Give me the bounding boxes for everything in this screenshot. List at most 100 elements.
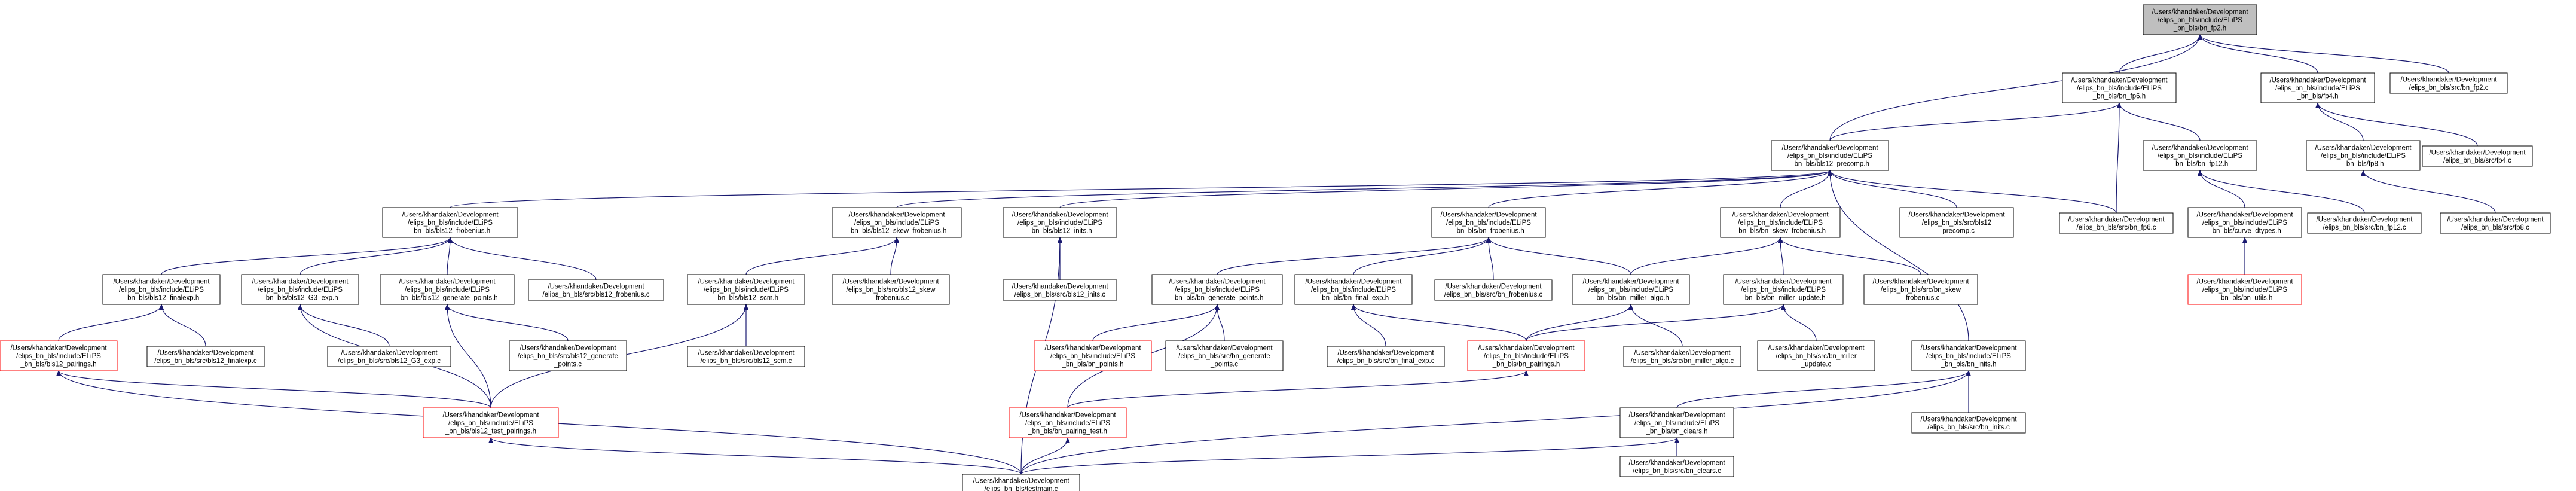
node-bls12-frobenius-h[interactable]: /Users/khandaker/Development/elips_bn_bl… xyxy=(382,207,518,238)
node-bls12-finalexp-c[interactable]: /Users/khandaker/Development/elips_bn_bl… xyxy=(146,346,265,367)
node-box xyxy=(1009,407,1127,438)
node-bls12-skew-frob-c[interactable]: /Users/khandaker/Development/elips_bn_bl… xyxy=(832,274,950,305)
node-box xyxy=(382,207,518,238)
node-fp8-h[interactable]: /Users/khandaker/Development/elips_bn_bl… xyxy=(2306,140,2421,171)
node-label-line: /elips_bn_bls/include/ELiPS xyxy=(119,286,204,294)
node-bn-clears-h[interactable]: /Users/khandaker/Development/elips_bn_bl… xyxy=(1619,407,1734,438)
node-label-line: /Users/khandaker/Development xyxy=(1176,345,1273,352)
node-bn-skew-frob-c[interactable]: /Users/khandaker/Development/elips_bn_bl… xyxy=(1863,274,1978,305)
node-fp4-h[interactable]: /Users/khandaker/Development/elips_bn_bl… xyxy=(2260,72,2375,103)
node-fp8-c[interactable]: /Users/khandaker/Development/elips_bn_bl… xyxy=(2440,212,2551,234)
include-edge xyxy=(1353,237,1491,275)
node-bn-clears-c[interactable]: /Users/khandaker/Development/elips_bn_bl… xyxy=(1619,456,1734,477)
node-bn-frobenius-h[interactable]: /Users/khandaker/Development/elips_bn_bl… xyxy=(1431,207,1546,238)
node-bls12-scm-c[interactable]: /Users/khandaker/Development/elips_bn_bl… xyxy=(687,346,805,367)
node-label-line: /Users/khandaker/Development xyxy=(1781,145,1878,152)
node-label-line: _bn_bls/bls12_frobenius.h xyxy=(410,228,490,235)
node-fp4-c[interactable]: /Users/khandaker/Development/elips_bn_bl… xyxy=(2422,145,2533,167)
node-box xyxy=(1723,274,1844,305)
node-bls12-precomp-h[interactable]: /Users/khandaker/Development/elips_bn_bl… xyxy=(1771,140,1889,171)
node-bls12-precomp-c[interactable]: /Users/khandaker/Development/elips_bn_bl… xyxy=(1899,207,2014,238)
node-label-line: /Users/khandaker/Development xyxy=(1628,412,1725,419)
node-label-line: _points.c xyxy=(554,361,582,368)
node-box xyxy=(2422,145,2533,167)
include-edge xyxy=(1780,170,1832,208)
node-bls12-inits-c[interactable]: /Users/khandaker/Development/elips_bn_bl… xyxy=(1003,279,1117,301)
node-bn-fp2-c[interactable]: /Users/khandaker/Development/elips_bn_bl… xyxy=(2389,72,2508,94)
node-box xyxy=(2306,140,2421,171)
include-edge xyxy=(1778,237,1784,275)
include-edge xyxy=(2198,170,2365,214)
node-label-line: /Users/khandaker/Development xyxy=(2269,77,2366,84)
node-bn-miller-algo-h[interactable]: /Users/khandaker/Development/elips_bn_bl… xyxy=(1572,274,1690,305)
node-label-line: /Users/khandaker/Development xyxy=(2400,76,2497,83)
node-label-line: /elips_bn_bls/include/ELiPS xyxy=(2158,17,2242,24)
node-bn-skew-frob-h[interactable]: /Users/khandaker/Development/elips_bn_bl… xyxy=(1720,207,1841,238)
node-bls12-test-pairings-h[interactable]: /Users/khandaker/Development/elips_bn_bl… xyxy=(423,407,559,438)
node-label-line: /Users/khandaker/Development xyxy=(157,349,254,356)
node-box xyxy=(2389,72,2508,94)
node-bls12-pairings-h[interactable]: /Users/khandaker/Development/elips_bn_bl… xyxy=(0,340,118,371)
node-label-line: /elips_bn_bls/src/fp8.c xyxy=(2461,224,2529,231)
include-edge xyxy=(1067,370,1529,408)
node-bn-frobenius-c[interactable]: /Users/khandaker/Development/elips_bn_bl… xyxy=(1434,279,1553,301)
node-label-line: /elips_bn_bls/src/bls12_finalexp.c xyxy=(154,358,257,365)
node-bn-miller-update-h[interactable]: /Users/khandaker/Development/elips_bn_bl… xyxy=(1723,274,1844,305)
node-label-line: /Users/khandaker/Development xyxy=(2316,216,2413,223)
node-bn-miller-algo-c[interactable]: /Users/khandaker/Development/elips_bn_bl… xyxy=(1623,346,1741,367)
node-label-line: _bn_bls/bls12_generate_points.h xyxy=(396,295,497,302)
include-edge xyxy=(2198,34,2449,74)
include-edge xyxy=(2117,102,2201,141)
node-label-line: /elips_bn_bls/src/bn_frobenius.c xyxy=(1444,291,1543,298)
node-label-line: /elips_bn_bls/src/bn_fp12.c xyxy=(2323,224,2406,231)
node-bn-pairing-test-h[interactable]: /Users/khandaker/Development/elips_bn_bl… xyxy=(1009,407,1127,438)
node-label-line: _bn_bls/bn_points.h xyxy=(1062,361,1124,368)
node-curve-dtypes-h[interactable]: /Users/khandaker/Development/elips_bn_bl… xyxy=(2187,207,2302,238)
node-label-line: /Users/khandaker/Development xyxy=(1440,212,1537,219)
node-label-line: /elips_bn_bls/src/bls12_scm.c xyxy=(701,358,792,365)
node-label-line: /elips_bn_bls/src/bn_generate xyxy=(1178,353,1270,360)
node-bn-pairings-h[interactable]: /Users/khandaker/Development/elips_bn_bl… xyxy=(1467,340,1585,371)
node-bn-fp2-h[interactable]: /Users/khandaker/Development/elips_bn_bl… xyxy=(2143,4,2257,35)
node-bn-points-h[interactable]: /Users/khandaker/Development/elips_bn_bl… xyxy=(1034,340,1152,371)
node-bn-fp12-c[interactable]: /Users/khandaker/Development/elips_bn_bl… xyxy=(2307,212,2422,234)
node-bn-miller-update-c[interactable]: /Users/khandaker/Development/elips_bn_bl… xyxy=(1757,340,1875,371)
node-box xyxy=(102,274,221,305)
include-edge xyxy=(447,237,453,275)
node-bls12-inits-h[interactable]: /Users/khandaker/Development/elips_bn_bl… xyxy=(1003,207,1117,238)
include-edge xyxy=(1526,304,1786,341)
node-bls12-scm-h[interactable]: /Users/khandaker/Development/elips_bn_bl… xyxy=(687,274,805,305)
node-testmain-c[interactable]: /Users/khandaker/Development/elips_bn_bl… xyxy=(962,474,1080,491)
node-label-line: /Users/khandaker/Development xyxy=(399,279,496,286)
include-edge xyxy=(445,304,569,341)
node-label-line: /elips_bn_bls/include/ELiPS xyxy=(1025,420,1110,427)
node-label-line: _bn_bls/bls12_scm.h xyxy=(713,295,778,302)
node-bn-fp12-h[interactable]: /Users/khandaker/Development/elips_bn_bl… xyxy=(2143,140,2257,171)
node-bn-inits-c[interactable]: /Users/khandaker/Development/elips_bn_bl… xyxy=(1911,412,2026,434)
node-bn-final-exp-c[interactable]: /Users/khandaker/Development/elips_bn_bl… xyxy=(1327,346,1445,367)
node-bn-fp6-c[interactable]: /Users/khandaker/Development/elips_bn_bl… xyxy=(2059,212,2174,234)
node-bls12-g3-exp-h[interactable]: /Users/khandaker/Development/elips_bn_bl… xyxy=(241,274,359,305)
node-bls12-gen-points-h[interactable]: /Users/khandaker/Development/elips_bn_bl… xyxy=(380,274,515,305)
node-label-line: /Users/khandaker/Development xyxy=(548,283,644,290)
node-bn-gen-points-h[interactable]: /Users/khandaker/Development/elips_bn_bl… xyxy=(1151,274,1283,305)
include-edge xyxy=(2116,102,2122,214)
node-label-line: /Users/khandaker/Development xyxy=(973,477,1069,484)
node-bn-fp6-h[interactable]: /Users/khandaker/Development/elips_bn_bl… xyxy=(2062,72,2177,103)
include-edge xyxy=(58,304,164,341)
node-bls12-g3-exp-c[interactable]: /Users/khandaker/Development/elips_bn_bl… xyxy=(327,346,451,367)
include-edge xyxy=(1828,170,1969,341)
node-bls12-skew-frob-h[interactable]: /Users/khandaker/Development/elips_bn_bl… xyxy=(832,207,962,238)
node-label-line: _bn_bls/bn_clears.h xyxy=(1646,428,1708,435)
include-edge xyxy=(300,237,453,275)
node-bls12-gen-points-c[interactable]: /Users/khandaker/Development/elips_bn_bl… xyxy=(509,340,627,371)
node-bn-inits-h[interactable]: /Users/khandaker/Development/elips_bn_bl… xyxy=(1911,340,2026,371)
node-bn-final-exp-h[interactable]: /Users/khandaker/Development/elips_bn_bl… xyxy=(1294,274,1413,305)
node-bn-gen-points-c[interactable]: /Users/khandaker/Development/elips_bn_bl… xyxy=(1165,340,1284,371)
node-bn-utils-h[interactable]: /Users/khandaker/Development/elips_bn_bl… xyxy=(2187,274,2302,305)
node-bls12-finalexp-h[interactable]: /Users/khandaker/Development/elips_bn_bl… xyxy=(102,274,221,305)
node-label-line: /elips_bn_bls/include/ELiPS xyxy=(16,353,101,360)
node-box xyxy=(1327,346,1445,367)
include-edge xyxy=(2361,170,2496,214)
node-bls12-frobenius-c[interactable]: /Users/khandaker/Development/elips_bn_bl… xyxy=(528,279,664,301)
